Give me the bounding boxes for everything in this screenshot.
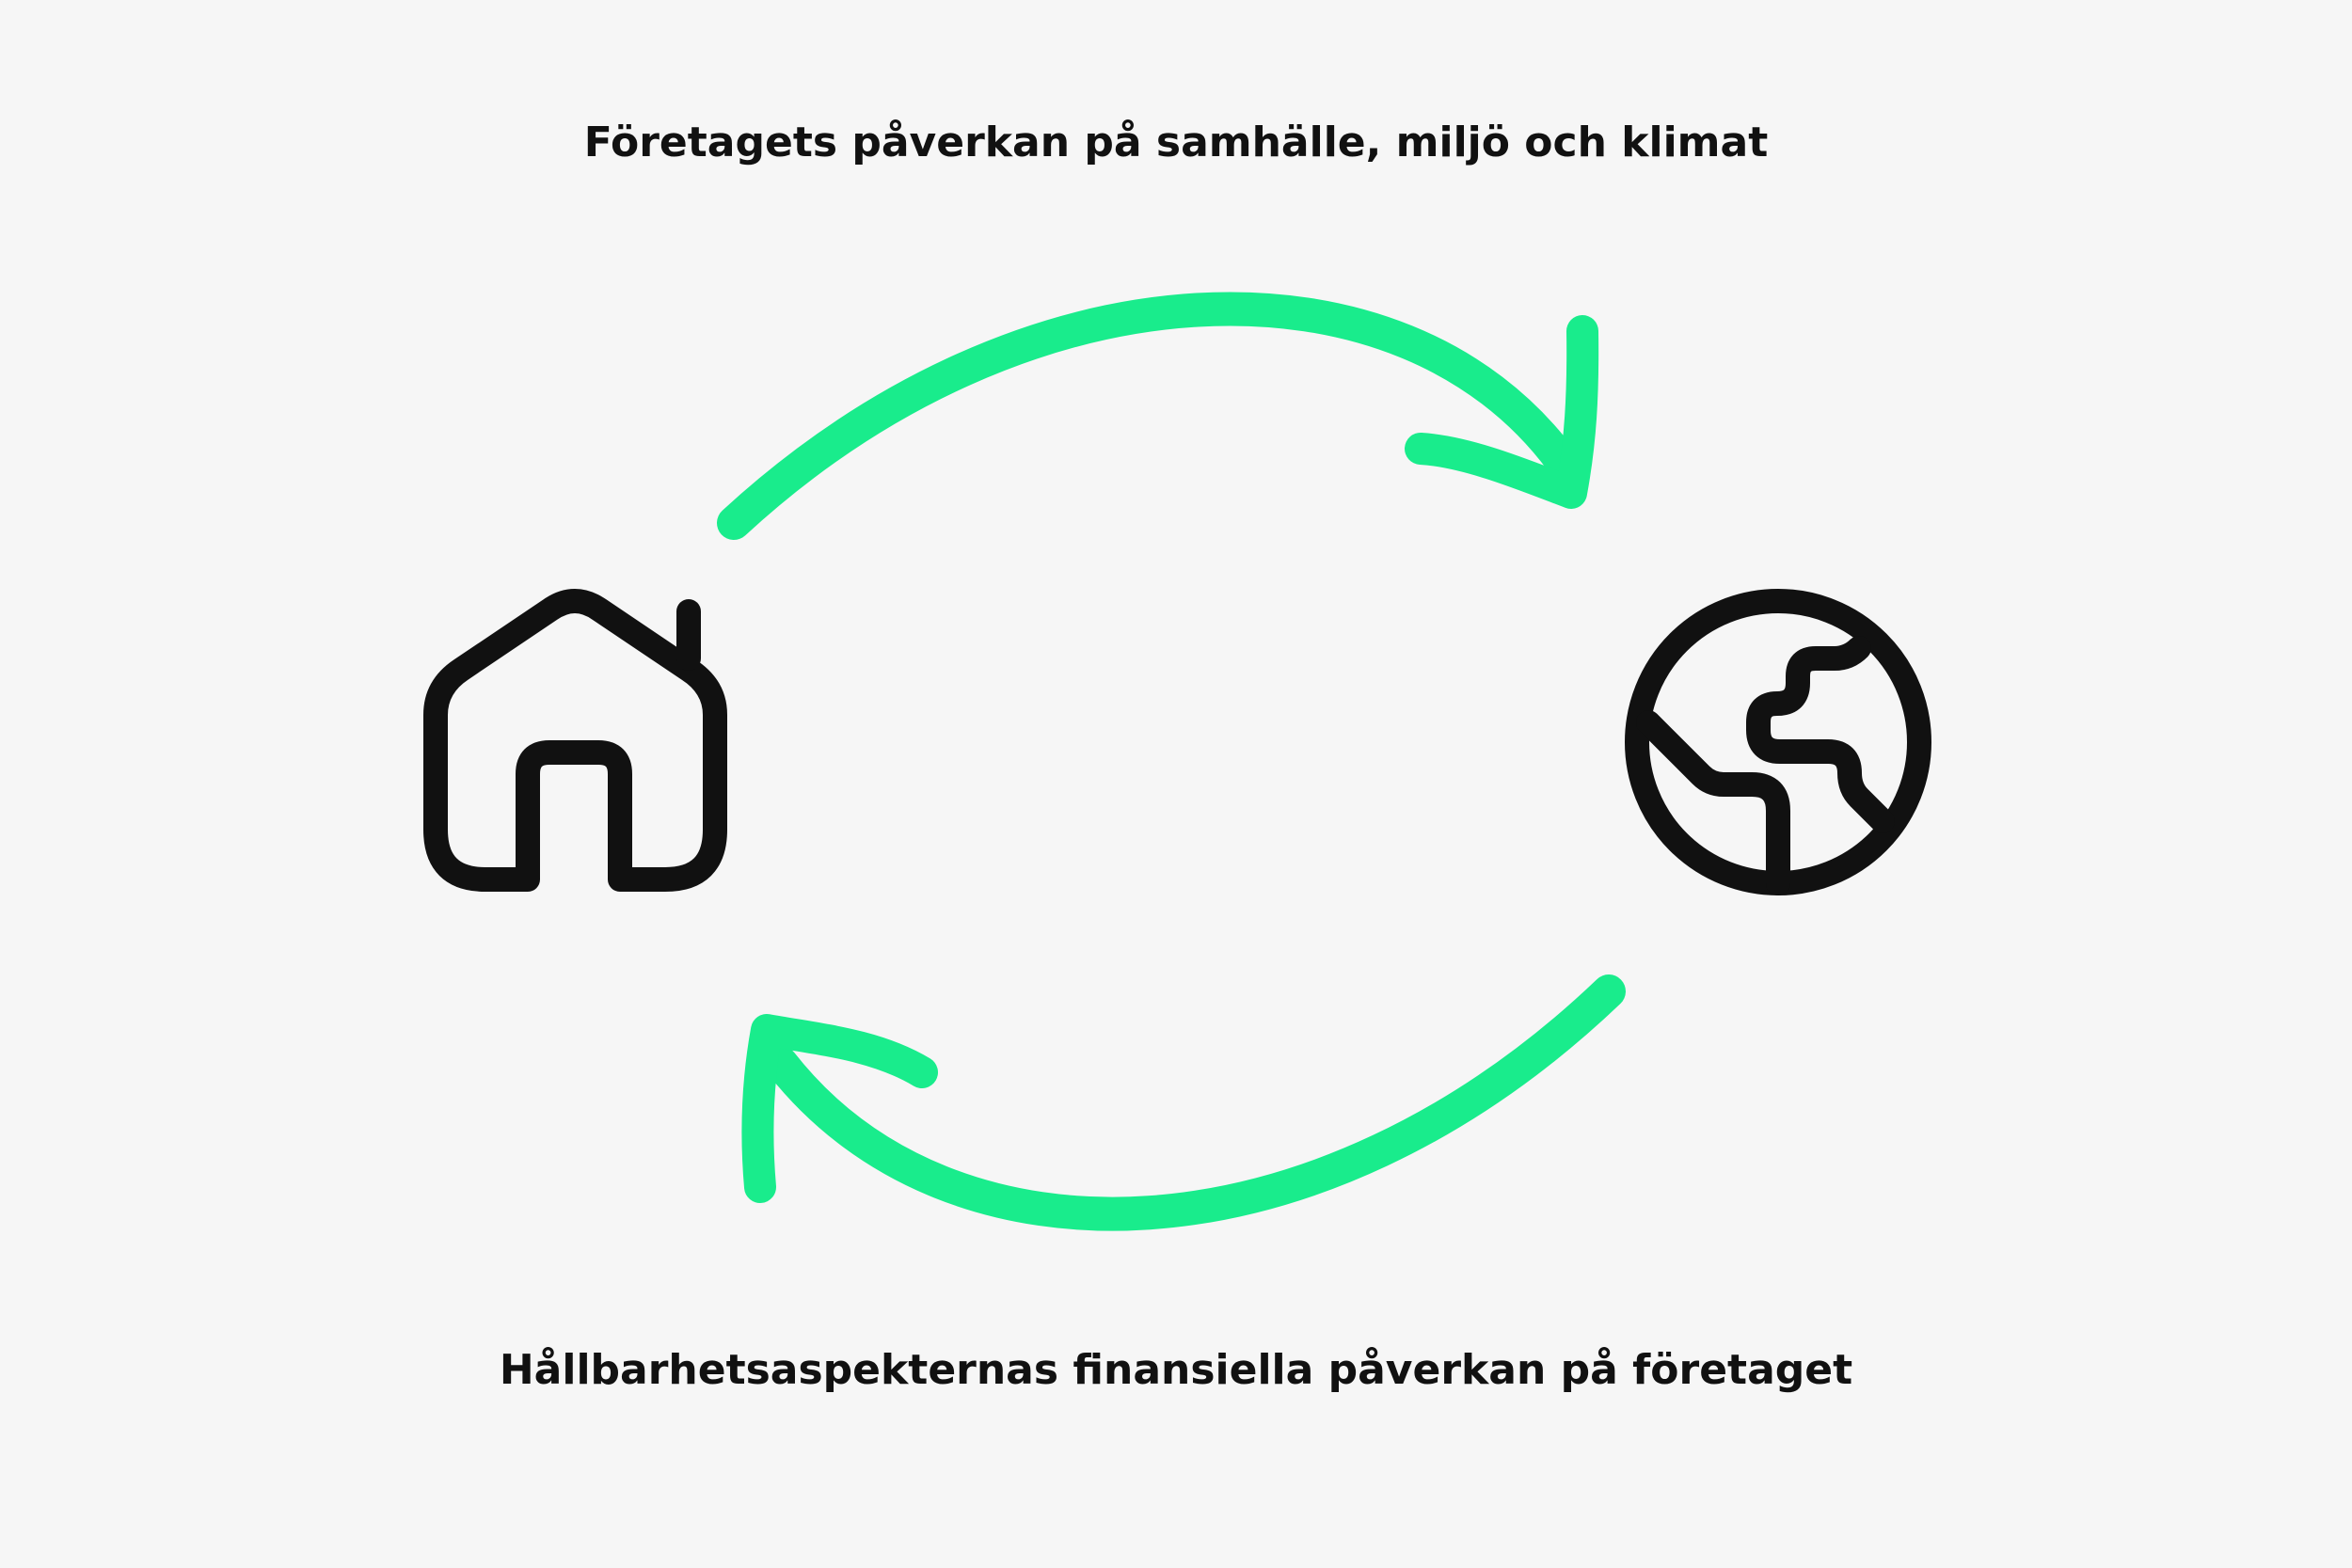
arrow-bottom-shaft [764, 974, 1626, 1231]
bottom-caption: Hållbarhetsaspekternas finansiella påver… [499, 1346, 1853, 1394]
arrow-company-to-world [717, 292, 1599, 540]
arrow-top-shaft [717, 292, 1579, 540]
house-icon [423, 589, 727, 892]
top-caption: Företagets påverkan på samhälle, miljö o… [583, 119, 1769, 166]
arrow-bottom-head [741, 1014, 938, 1203]
arrow-top-head [1405, 315, 1599, 509]
arrow-world-to-company [741, 974, 1626, 1231]
globe-icon [1625, 589, 1931, 895]
